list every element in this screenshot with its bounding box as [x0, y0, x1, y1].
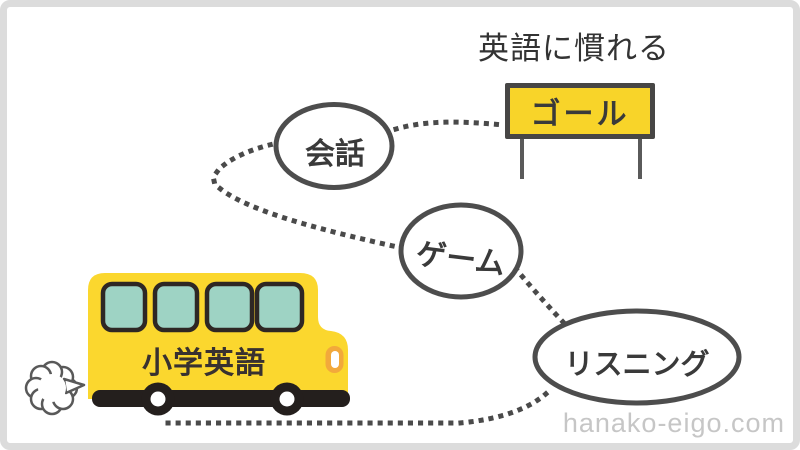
goal-sign-leg-left — [520, 138, 524, 179]
bus-label: 小学英語 — [142, 347, 266, 380]
goal-sign-label: ゴール — [530, 98, 630, 131]
stop-ellipse-game — [398, 202, 524, 300]
bus-wheels — [141, 382, 304, 416]
exhaust-puff-icon — [24, 360, 86, 416]
stop-ellipse-kaiwa — [273, 102, 395, 190]
stop-ellipse-listening — [532, 308, 742, 406]
bus-headlight-inner — [331, 351, 339, 368]
stop-label-kaiwa: 会話 — [305, 138, 365, 171]
watermark: hanako-eigo.com — [562, 408, 785, 438]
stop-label-listening: リスニング — [564, 349, 710, 381]
journey-dotted-path — [165, 119, 567, 426]
goal-sign-leg-right — [638, 138, 642, 179]
bus-windows — [100, 281, 305, 333]
page-title: 英語に慣れる — [478, 31, 670, 66]
goal-sign: ゴール — [505, 83, 655, 139]
bus-bumper — [92, 390, 350, 407]
school-bus-icon — [88, 273, 350, 416]
